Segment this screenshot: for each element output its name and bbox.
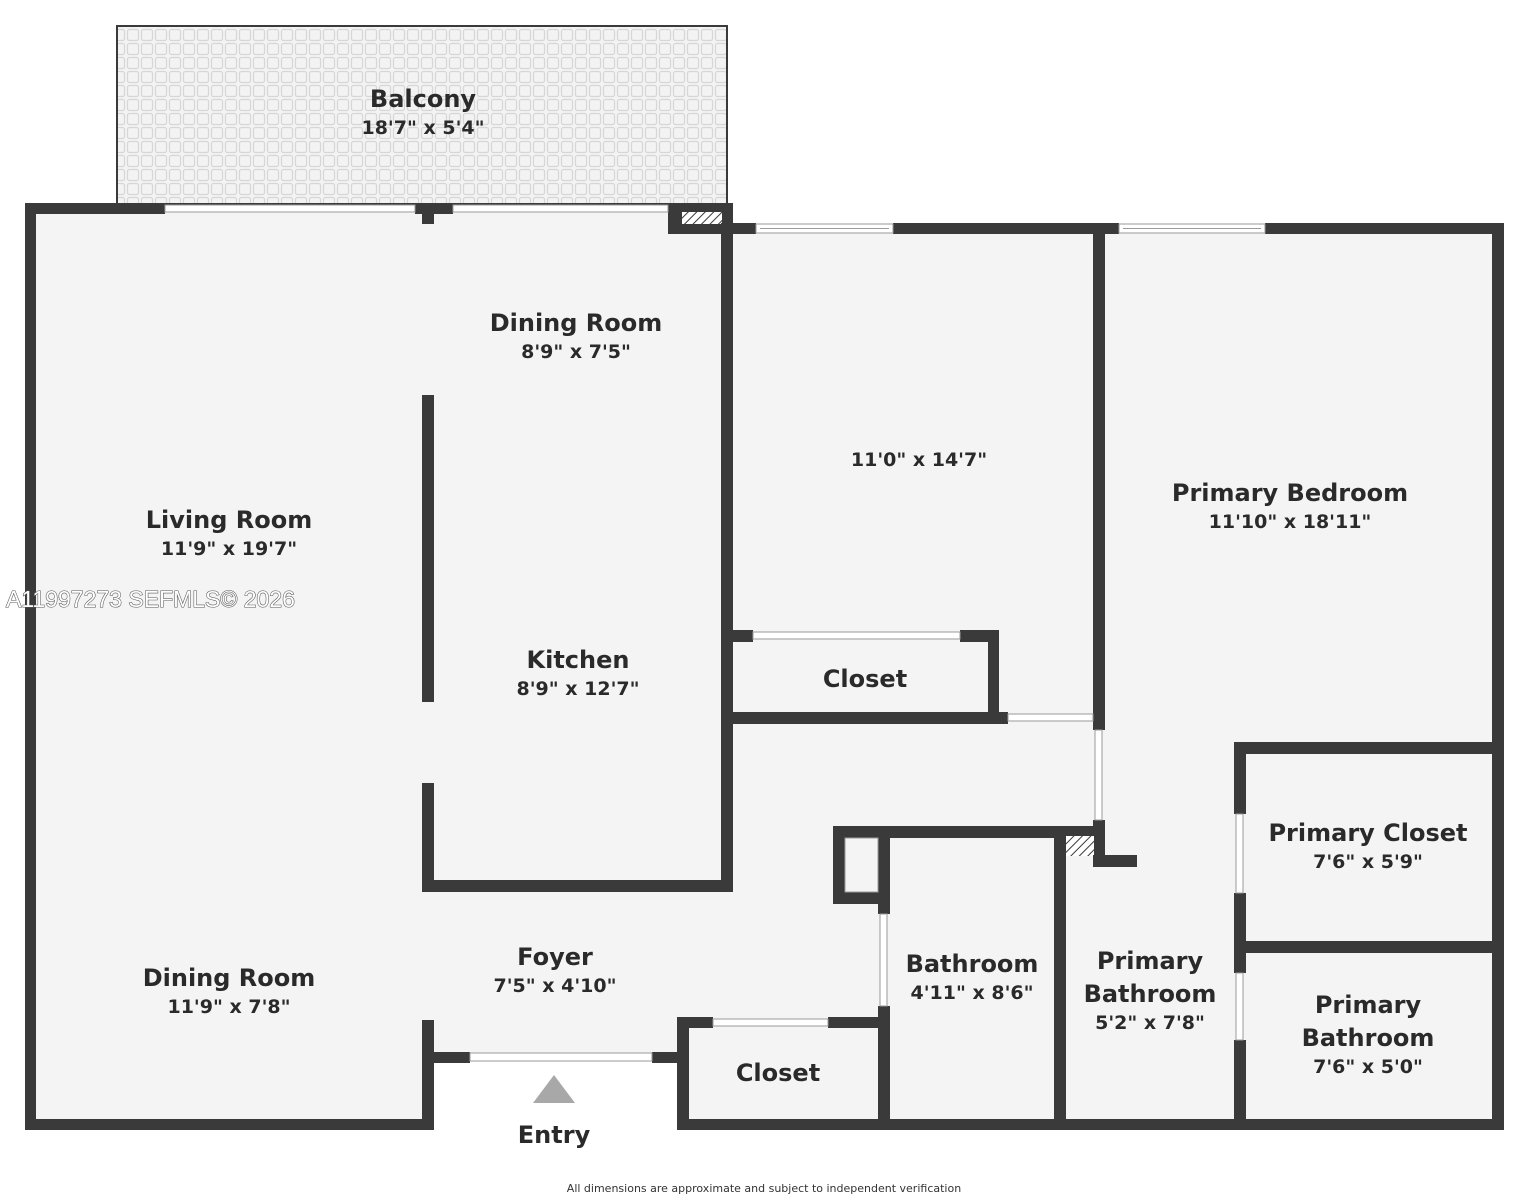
- wall-closet2-left: [677, 1017, 689, 1130]
- wall-closet-bottom: [733, 712, 1008, 724]
- walls: [25, 203, 1504, 1130]
- wall-top-right-a: [722, 223, 756, 234]
- wall-closet-top-a: [733, 630, 753, 642]
- wall-bath-left-lower: [878, 1006, 890, 1130]
- primary-bedroom-door: [1094, 729, 1103, 821]
- wall-pbath-left: [1234, 1040, 1246, 1130]
- wall-pcloset-bottom: [1234, 941, 1504, 953]
- sliding-door-left: [164, 204, 416, 213]
- bathroom-door: [879, 913, 888, 1007]
- wall-partition-lower: [422, 783, 434, 892]
- balcony: [116, 25, 728, 205]
- primary-bath-mid-dim: 5'2" x 7'8": [1095, 1012, 1205, 1034]
- balcony-floor: [116, 25, 728, 205]
- balcony-dim: 18'7" x 5'4": [361, 117, 484, 139]
- left-floor: [30, 208, 730, 1124]
- wall-pcloset-left-b: [1234, 893, 1246, 973]
- wall-hall-left: [833, 826, 845, 904]
- kitchen-dim: 8'9" x 12'7": [516, 678, 639, 700]
- bedroom2-door: [1007, 713, 1094, 722]
- primary-closet-door: [1235, 813, 1244, 894]
- wall-closet2-top-a: [677, 1017, 713, 1028]
- mls-watermark: A11997273 SEFMLS© 2026: [6, 586, 295, 612]
- bathroom-dim: 4'11" x 8'6": [910, 982, 1033, 1004]
- primary-bath-mid-name-1: Primary: [1097, 947, 1204, 975]
- wall-top-mid-stub: [422, 203, 434, 224]
- dining-lower-name: Dining Room: [143, 964, 316, 992]
- wall-primary-bath-top: [1093, 855, 1137, 867]
- right-floor: [730, 228, 1500, 1124]
- dining-upper-dim: 8'9" x 7'5": [521, 341, 631, 363]
- wall-bedroom-divider: [1093, 223, 1105, 730]
- bedroom2-dim: 11'0" x 14'7": [851, 449, 987, 471]
- closet-lower-name: Closet: [736, 1059, 820, 1087]
- primary-bath-right-name-2: Bathroom: [1302, 1024, 1435, 1052]
- wall-right: [1492, 223, 1504, 1130]
- primary-bath-door: [1235, 972, 1244, 1041]
- wall-bath-left-upper: [878, 826, 890, 914]
- wall-kitchen-bottom: [422, 880, 733, 892]
- closet-door-lower: [712, 1018, 829, 1027]
- primary-closet-dim: 7'6" x 5'9": [1313, 851, 1423, 873]
- wall-closet-right: [988, 630, 999, 723]
- openings: [164, 204, 1266, 1062]
- entry-door: [469, 1052, 653, 1062]
- hatch-column-mid: [1066, 836, 1094, 856]
- entry-arrow-icon: [533, 1075, 575, 1103]
- wall-top-left: [25, 203, 165, 214]
- closet-upper-name: Closet: [823, 665, 907, 693]
- floors: [30, 208, 1500, 1128]
- wall-entry-right: [652, 1052, 686, 1063]
- balcony-name: Balcony: [370, 85, 477, 113]
- wall-kitchen-right: [721, 223, 733, 892]
- sliding-door-right: [452, 204, 669, 213]
- wall-bath-right: [1054, 826, 1066, 1130]
- wall-bottom-right: [677, 1119, 1504, 1130]
- closet-door-upper: [752, 631, 961, 640]
- wall-closet2-top-b: [828, 1017, 890, 1028]
- kitchen-name: Kitchen: [527, 646, 630, 674]
- disclaimer-text: All dimensions are approximate and subje…: [567, 1182, 961, 1195]
- wall-pcloset-top: [1234, 742, 1504, 754]
- wall-entry-left: [422, 1052, 470, 1063]
- primary-closet-name: Primary Closet: [1268, 819, 1467, 847]
- entry-label: Entry: [518, 1121, 591, 1149]
- wall-pcloset-left-a: [1234, 742, 1246, 814]
- living-room-name: Living Room: [146, 506, 312, 534]
- wall-top-right-b: [893, 223, 1119, 234]
- primary-bedroom-name: Primary Bedroom: [1172, 479, 1408, 507]
- hatch-column-top: [682, 212, 722, 224]
- dining-upper-name: Dining Room: [490, 309, 663, 337]
- wall-hall-bottom: [833, 826, 1105, 838]
- foyer-name: Foyer: [517, 943, 593, 971]
- hall-niche: [844, 837, 879, 893]
- dining-lower-dim: 11'9" x 7'8": [167, 996, 290, 1018]
- wall-hall-shelf: [833, 892, 885, 904]
- wall-partition-upper: [422, 395, 434, 702]
- primary-bath-right-name-1: Primary: [1315, 991, 1422, 1019]
- wall-entry-left-post: [422, 1020, 434, 1130]
- wall-top-right-c: [1265, 223, 1504, 234]
- foyer-dim: 7'5" x 4'10": [493, 975, 616, 997]
- living-room-dim: 11'9" x 19'7": [161, 538, 297, 560]
- wall-left: [25, 203, 36, 1130]
- bathroom-name: Bathroom: [906, 950, 1039, 978]
- wall-bottom-left: [25, 1119, 434, 1130]
- primary-bath-mid-name-2: Bathroom: [1084, 980, 1217, 1008]
- primary-bath-right-dim: 7'6" x 5'0": [1313, 1056, 1423, 1078]
- primary-bedroom-dim: 11'10" x 18'11": [1209, 511, 1372, 533]
